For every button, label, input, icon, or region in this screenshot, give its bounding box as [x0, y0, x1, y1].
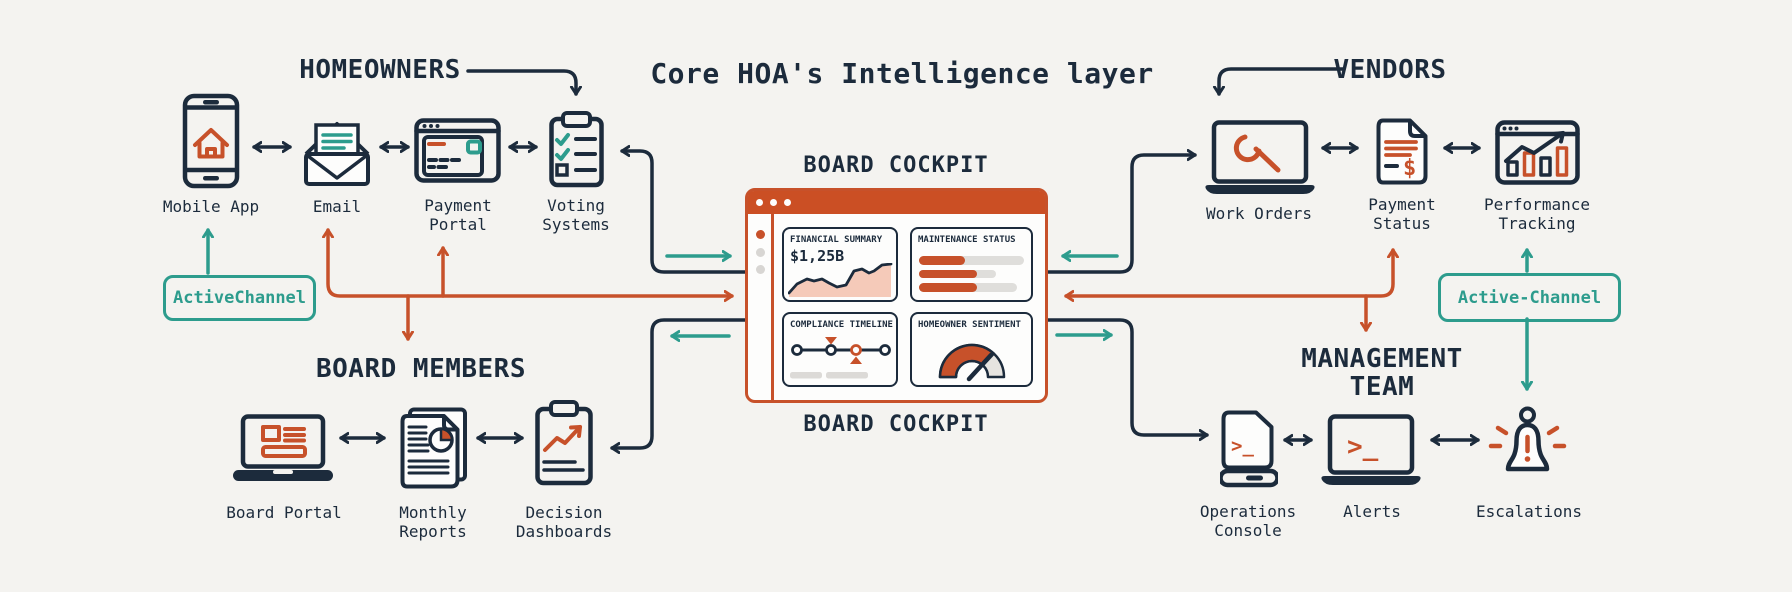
- active-channel-label-left: ActiveChannel: [172, 288, 307, 308]
- decision-dashboards-icon: [535, 400, 593, 486]
- group-title-board-members: BOARD MEMBERS: [316, 354, 526, 384]
- label-payment-status: Payment Status: [1368, 195, 1436, 233]
- group-title-vendors: VENDORS: [1333, 55, 1447, 85]
- cockpit-label-top: BOARD COCKPIT: [803, 153, 989, 178]
- card-compliance-timeline: COMPLIANCE TIMELINE: [782, 312, 898, 387]
- label-alerts: Alerts: [1343, 502, 1401, 521]
- active-channel-box-left: ActiveChannel: [163, 275, 316, 321]
- board-portal-icon: [233, 414, 333, 481]
- label-decision-dashboards: Decision Dashboards: [515, 503, 613, 541]
- label-mobile-app: Mobile App: [162, 197, 260, 216]
- board-cockpit-window: FINANCIAL SUMMARY $1,25B MAINTENANCE STA…: [745, 188, 1048, 403]
- alerts-icon: >_: [1321, 414, 1421, 485]
- terminal-prompt-glyph: >_: [1347, 432, 1379, 462]
- label-voting-systems: Voting Systems: [542, 196, 610, 234]
- email-icon: [304, 122, 370, 186]
- cockpit-titlebar: [748, 191, 1045, 214]
- card-maintenance-status: MAINTENANCE STATUS: [910, 227, 1033, 302]
- operations-console-icon: >_: [1220, 410, 1278, 488]
- monthly-reports-icon: [400, 407, 467, 489]
- performance-tracking-icon: [1495, 120, 1580, 185]
- sidebar-dot: [756, 248, 765, 257]
- work-orders-icon: [1205, 120, 1315, 194]
- wire-homeowners-to-voting: [466, 69, 576, 96]
- card-title: COMPLIANCE TIMELINE: [790, 320, 893, 330]
- wire-cockpit-to-operations: [1046, 318, 1209, 435]
- card-financial-summary: FINANCIAL SUMMARY $1,25B: [782, 227, 898, 302]
- card-title: FINANCIAL SUMMARY: [790, 235, 883, 245]
- card-homeowner-sentiment: HOMEOWNER SENTIMENT: [910, 312, 1033, 387]
- label-board-portal: Board Portal: [226, 503, 342, 522]
- mobile-app-icon: [182, 93, 240, 189]
- label-payment-portal: Payment Portal: [424, 196, 492, 234]
- area-chart: [788, 263, 893, 297]
- wire-orange-trunk-right: [1064, 248, 1393, 296]
- maintenance-bar-track: [919, 256, 1024, 265]
- cockpit-label-bottom: BOARD COCKPIT: [803, 412, 989, 437]
- window-dot: [784, 199, 791, 206]
- maintenance-bar-fill: [919, 256, 965, 265]
- label-work-orders: Work Orders: [1206, 204, 1312, 223]
- label-escalations: Escalations: [1476, 502, 1582, 521]
- dollar-glyph: $: [1403, 156, 1416, 181]
- payment-portal-icon: [414, 118, 501, 183]
- maintenance-bar-track: [919, 269, 996, 278]
- wire-orange-trunk-left: [328, 228, 734, 296]
- label-email: Email: [312, 197, 362, 216]
- payment-status-icon: $: [1376, 118, 1428, 185]
- active-channel-label-right: Active-Channel: [1457, 287, 1602, 308]
- voting-systems-icon: [549, 111, 604, 188]
- page-title: Core HOA's Intelligence layer: [650, 57, 1154, 90]
- gauge-chart: [938, 343, 1006, 382]
- group-title-management-team: MANAGEMENT TEAM: [1301, 344, 1463, 402]
- financial-value: $1,25B: [790, 247, 845, 265]
- group-title-homeowners: HOMEOWNERS: [299, 55, 461, 85]
- maintenance-bar-track: [919, 283, 1017, 292]
- label-performance-tracking: Performance Tracking: [1484, 195, 1590, 233]
- active-channel-box-right: Active-Channel: [1438, 273, 1621, 322]
- card-title: HOMEOWNER SENTIMENT: [918, 320, 1021, 330]
- wire-cockpit-to-voting: [620, 151, 747, 274]
- wire-vendors-to-workorders: [1219, 67, 1345, 96]
- escalations-icon: [1488, 406, 1567, 472]
- sidebar-dot-active: [756, 230, 765, 239]
- wire-cockpit-to-decision-dashboards: [610, 318, 747, 448]
- cockpit-sidebar: [748, 214, 774, 400]
- card-title: MAINTENANCE STATUS: [918, 235, 1016, 245]
- maintenance-bar-fill: [919, 269, 977, 278]
- label-operations-console: Operations Console: [1199, 502, 1297, 540]
- timeline-chart: [790, 337, 891, 379]
- sidebar-dot: [756, 265, 765, 274]
- maintenance-bar-fill: [919, 283, 977, 292]
- window-dot: [756, 199, 763, 206]
- label-monthly-reports: Monthly Reports: [399, 503, 467, 541]
- window-dot: [770, 199, 777, 206]
- terminal-prompt-glyph: >_: [1231, 435, 1254, 457]
